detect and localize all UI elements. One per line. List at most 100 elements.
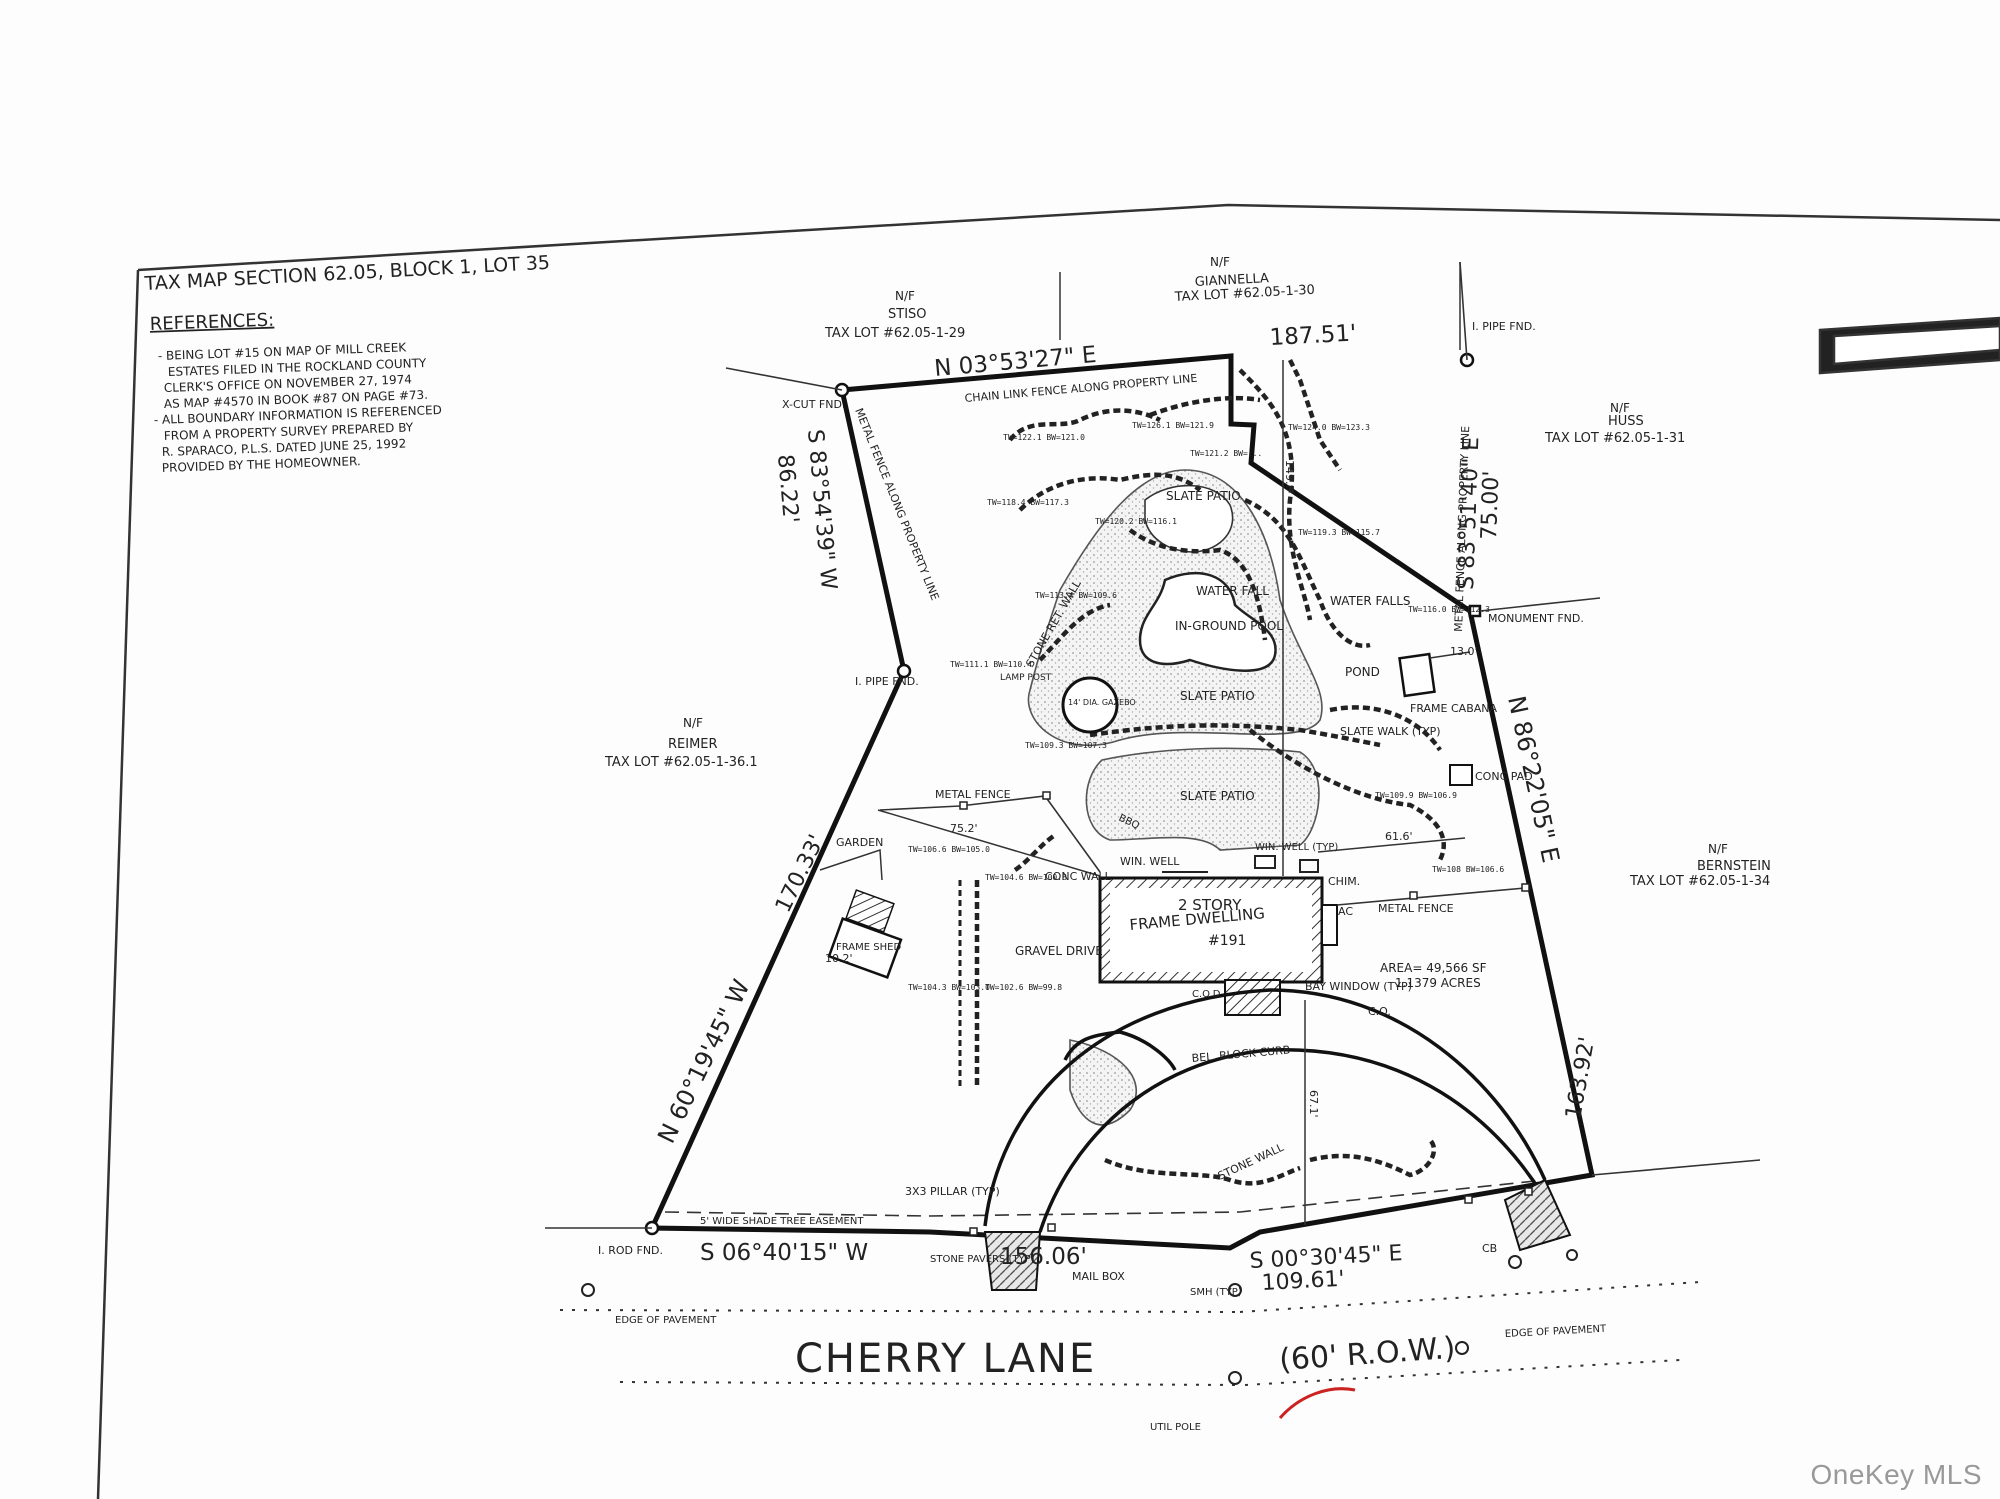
- conc-pad: [1449, 764, 1473, 786]
- conc-pad-label: CONC PAD: [1475, 770, 1533, 783]
- giannella-owner: N/F: [1210, 255, 1230, 269]
- easement-label: 5' WIDE SHADE TREE EASEMENT: [700, 1216, 864, 1227]
- spot-elev: TW=126.1 BW=121.9: [1132, 421, 1214, 430]
- gazebo-label: 14' DIA. GAZEBO: [1068, 698, 1136, 707]
- spot-elev: TW=122.1 BW=121.0: [1003, 433, 1085, 442]
- spot-elev: TW=104.3 BW=103.0: [908, 983, 990, 992]
- south-bearing: S 06°40'15" W: [700, 1240, 868, 1266]
- huss-owner: N/F: [1610, 401, 1630, 415]
- spot-elev: TW=119.3 BW=115.7: [1298, 528, 1380, 537]
- frame-shed: [827, 889, 903, 979]
- util-pole-label: UTIL POLE: [1150, 1422, 1201, 1433]
- win-well-label: WIN. WELL: [1120, 855, 1180, 868]
- dwelling-line-3: #191: [1208, 933, 1246, 949]
- reimer-name: REIMER: [668, 737, 718, 752]
- reference-line-8: PROVIDED BY THE HOMEOWNER.: [162, 454, 361, 475]
- stone-wall-label: STONE WALL: [1216, 1141, 1287, 1183]
- huss-lot: TAX LOT #62.05-1-31: [1544, 431, 1685, 446]
- gazebo: [1061, 676, 1119, 734]
- stone-pavers-label: STONE PAVERS (TYP): [930, 1254, 1035, 1265]
- spot-elev: TW=102.6 BW=99.8: [985, 983, 1062, 992]
- spot-elev: TW=106.6 BW=105.0: [908, 845, 990, 854]
- ne-bearing: S 83°51'40" E: [1454, 436, 1484, 590]
- dim-1498: 149.8': [1283, 460, 1296, 495]
- edge-of-pavement: [559, 1281, 1701, 1386]
- monument-label: MONUMENT FND.: [1488, 612, 1584, 625]
- row-label: (60' R.O.W.): [1278, 1331, 1456, 1378]
- cb-label: CB: [1482, 1242, 1497, 1255]
- east-distance: 163.92': [1561, 1035, 1600, 1121]
- slate-patio-upper: [1144, 484, 1234, 553]
- garden: [819, 848, 883, 881]
- giannella-lot: TAX LOT #62.05-1-30: [1173, 283, 1315, 305]
- cabana-label: FRAME CABANA: [1410, 702, 1497, 715]
- bernstein-owner: N/F: [1708, 842, 1728, 856]
- references-heading: REFERENCES:: [149, 310, 274, 335]
- metal-fence-right-label: METAL FENCE: [1378, 902, 1454, 915]
- dim-102: 10.2': [825, 952, 853, 965]
- dim-616: 61.6': [1385, 830, 1413, 843]
- pond-label: POND: [1345, 665, 1380, 679]
- north-distance: 187.51': [1269, 320, 1357, 351]
- dwelling: [1098, 876, 1338, 1016]
- smh-label: SMH (TYP): [1190, 1287, 1242, 1298]
- waterfall-label: WATER FALL: [1196, 584, 1269, 598]
- dim-752: 75.2': [950, 822, 978, 835]
- plat-text: TAX MAP SECTION 62.05, BLOCK 1, LOT 35 R…: [143, 252, 1771, 1433]
- watermark: OneKey MLS: [1810, 1459, 1982, 1490]
- edge-pavement-w-label: EDGE OF PAVEMENT: [615, 1315, 717, 1326]
- frame-shed-label: FRAME SHED: [836, 942, 901, 953]
- cod-label: C.O.D: [1192, 989, 1221, 1000]
- win-well-typ-label: WIN. WELL (TYP): [1255, 842, 1338, 853]
- metal-fence-right: [1336, 887, 1526, 906]
- pipe-ne-label: I. PIPE FND.: [1472, 320, 1536, 333]
- frame-cabana: [1398, 652, 1436, 698]
- stiso-name: STISO: [888, 307, 927, 322]
- pillar-label: 3X3 PILLAR (TYP): [905, 1185, 1000, 1198]
- spot-elev: TW=118.4 BW=117.3: [987, 498, 1069, 507]
- easement-line: [664, 1179, 1546, 1217]
- pipe-w-label: I. PIPE FND.: [855, 675, 919, 688]
- bel-block-label: BEL. BLOCK CURB: [1191, 1043, 1291, 1065]
- bernstein-name: BERNSTEIN: [1697, 859, 1771, 874]
- se-distance: 109.61': [1261, 1267, 1345, 1296]
- gravel-drive-label: GRAVEL DRIVE: [1015, 944, 1103, 958]
- spot-elev: TW=124.0 BW=123.3: [1288, 423, 1370, 432]
- chim-label: CHIM.: [1328, 875, 1360, 888]
- slate-patio-mid-label: SLATE PATIO: [1180, 689, 1255, 703]
- huss-name: HUSS: [1608, 414, 1644, 429]
- nw-bearing: S 83°54'39" W: [802, 428, 841, 591]
- utility-mark: [1278, 1387, 1356, 1419]
- xcut-label: X-CUT FND.: [782, 398, 845, 411]
- rod-label: I. ROD FND.: [598, 1244, 663, 1257]
- stone-walls: [974, 358, 1446, 1186]
- reimer-owner: N/F: [683, 716, 703, 730]
- spot-elev: TW=109.3 BW=107.3: [1025, 741, 1107, 750]
- conc-wall-label: CONC WALL: [1045, 870, 1112, 883]
- landscape-areas: [1027, 469, 1323, 1126]
- window-wells: [1162, 855, 1319, 873]
- bay-window-label: BAY WINDOW (TYP): [1305, 980, 1412, 993]
- spot-elev: TW=111.1 BW=110.4: [950, 660, 1032, 669]
- stone-pavers: [983, 1178, 1572, 1291]
- dimension-lines: [877, 360, 1471, 1225]
- nw-distance: 86.22': [772, 453, 803, 524]
- in-ground-pool: [1138, 571, 1277, 672]
- garden-label: GARDEN: [836, 836, 883, 849]
- west-bearing: N 60°19'45" W: [652, 975, 755, 1147]
- spot-elev: TW=121.2 BW=...: [1190, 449, 1262, 458]
- metal-fence-mid: [879, 795, 1101, 873]
- bernstein-lot: TAX LOT #62.05-1-34: [1629, 874, 1770, 889]
- area-label: AREA= 49,566 SF: [1380, 961, 1487, 975]
- spot-elev: TW=120.2 BW=116.1: [1095, 517, 1177, 526]
- stiso-lot: TAX LOT #62.05-1-29: [824, 326, 965, 341]
- acres-label: 1.1379 ACRES: [1395, 976, 1481, 990]
- edge-pavement-e-label: EDGE OF PAVEMENT: [1505, 1324, 1608, 1340]
- slate-walk-label: SLATE WALK (TYP): [1340, 725, 1441, 738]
- spot-elev: TW=104.6 BW=100.8: [985, 873, 1067, 882]
- lamp-post-label: LAMP POST: [1000, 673, 1052, 683]
- south-distance: 156.06': [1000, 1244, 1087, 1270]
- street-name: CHERRY LANE: [795, 1336, 1096, 1382]
- stiso-owner: N/F: [895, 289, 915, 303]
- ne-distance: 75.00': [1477, 470, 1504, 540]
